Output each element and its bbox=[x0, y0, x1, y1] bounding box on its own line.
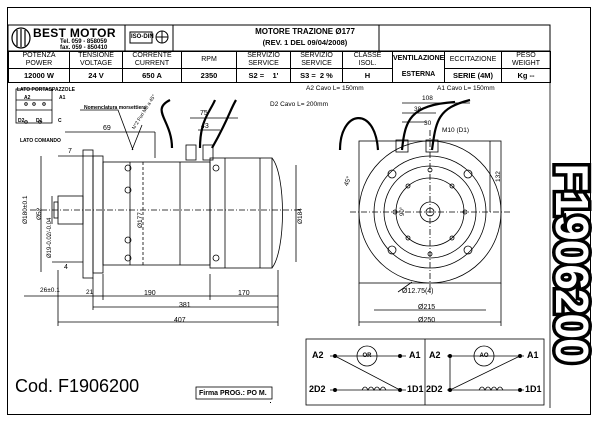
spec-value-service-s2: S2 = 1' bbox=[236, 68, 291, 83]
wiring-left-a1: A1 bbox=[409, 350, 421, 360]
label-nomenclatura: Nomenclatura morsettiera bbox=[84, 105, 146, 111]
wiring-right-d2: 2D2 bbox=[426, 384, 443, 394]
dim-diameter-12-75: Ø12.75(4) bbox=[402, 288, 434, 295]
dim-4: 4 bbox=[64, 264, 68, 271]
dim-diameter-215: Ø215 bbox=[418, 304, 436, 311]
spec-value-rpm: 2350 bbox=[181, 68, 237, 83]
wiring-left-d2: 2D2 bbox=[309, 384, 326, 394]
wiring-right-d1: 1D1 bbox=[525, 384, 542, 394]
term-a1: A1 bbox=[59, 95, 66, 101]
drawing-code: Cod. F1906200 bbox=[15, 376, 140, 396]
company-logo-text: BEST MOTOR bbox=[33, 26, 116, 40]
wiring-right-a2: A2 bbox=[429, 350, 441, 360]
term-a2: A2 bbox=[24, 95, 31, 101]
dim-diameter-180: Ø180±0.1 bbox=[22, 195, 29, 224]
dim-75: 75 bbox=[200, 110, 208, 117]
wiring-right-a1: A1 bbox=[527, 350, 539, 360]
dim-7: 7 bbox=[68, 148, 72, 155]
wiring-right-rotation: AO bbox=[479, 353, 489, 359]
label-a2-cable: A2 Cavo L= 150mm bbox=[306, 85, 364, 92]
dim-diameter-52: Ø52 bbox=[36, 207, 43, 220]
dim-diameter-19: Ø19-0.02/-0.04 bbox=[47, 217, 53, 258]
company-tel: Tel. 059 - 858059 bbox=[60, 39, 107, 45]
dim-26: 26±0.1 bbox=[40, 287, 60, 294]
term-d1: D1 bbox=[36, 118, 43, 124]
dim-90-deg: 90° bbox=[400, 206, 406, 216]
dim-diameter-177: Ø177 bbox=[137, 212, 144, 228]
logo-emblem bbox=[11, 27, 31, 49]
dim-21: 21 bbox=[86, 289, 94, 296]
spec-value-insulation: H bbox=[342, 68, 393, 83]
dim-190: 190 bbox=[144, 290, 156, 297]
label-lato-portaspazzole: LATO PORTASPAZZOLE bbox=[17, 87, 75, 93]
term-d2: D2 bbox=[18, 118, 25, 124]
wiring-left-d1: 1D1 bbox=[407, 384, 424, 394]
dim-108: 108 bbox=[422, 95, 433, 102]
wiring-left-rotation: OR bbox=[362, 353, 372, 359]
motor-body bbox=[102, 161, 211, 266]
spec-value-power: 12000 W bbox=[8, 68, 70, 83]
dim-381: 381 bbox=[179, 302, 191, 309]
flange bbox=[82, 149, 94, 279]
drawing-revision: (REV. 1 DEL 09/04/2008) bbox=[262, 38, 348, 47]
drawing-title: MOTORE TRAZIONE Ø177 bbox=[255, 27, 355, 36]
dim-38: 38 bbox=[414, 106, 422, 113]
label-m10: M10 (D1) bbox=[442, 127, 470, 134]
dim-170: 170 bbox=[238, 290, 250, 297]
dim-407: 407 bbox=[174, 317, 186, 324]
terminal-box-sketch bbox=[15, 88, 53, 124]
dim-69: 69 bbox=[103, 125, 111, 132]
dim-132: 132 bbox=[495, 171, 502, 182]
label-lato-comando: LATO COMANDO bbox=[20, 138, 61, 144]
label-a1-cable: A1 Cavo L= 150mm bbox=[437, 85, 495, 92]
spec-value-voltage: 24 V bbox=[69, 68, 123, 83]
dim-30: 30 bbox=[424, 120, 432, 127]
term-c: C bbox=[58, 118, 62, 124]
signature-field: Firma PROG.: PO M. bbox=[199, 390, 267, 397]
vertical-code-graphic: F1906200 bbox=[548, 160, 596, 366]
label-d2-cable: D2 Cavo L= 200mm bbox=[270, 101, 328, 108]
sheet-border bbox=[7, 7, 591, 415]
wiring-left-a2: A2 bbox=[312, 350, 324, 360]
vertical-code-text: F1906200 bbox=[548, 163, 596, 362]
dim-diameter-250: Ø250 bbox=[418, 317, 436, 324]
dim-diameter-184: Ø184 bbox=[297, 208, 304, 224]
dim-43: 43 bbox=[201, 123, 209, 130]
company-fax: fax. 059 - 850410 bbox=[60, 45, 108, 51]
iso-din-mark: ISO-DIN bbox=[131, 34, 154, 40]
spec-value-current: 650 A bbox=[122, 68, 182, 83]
